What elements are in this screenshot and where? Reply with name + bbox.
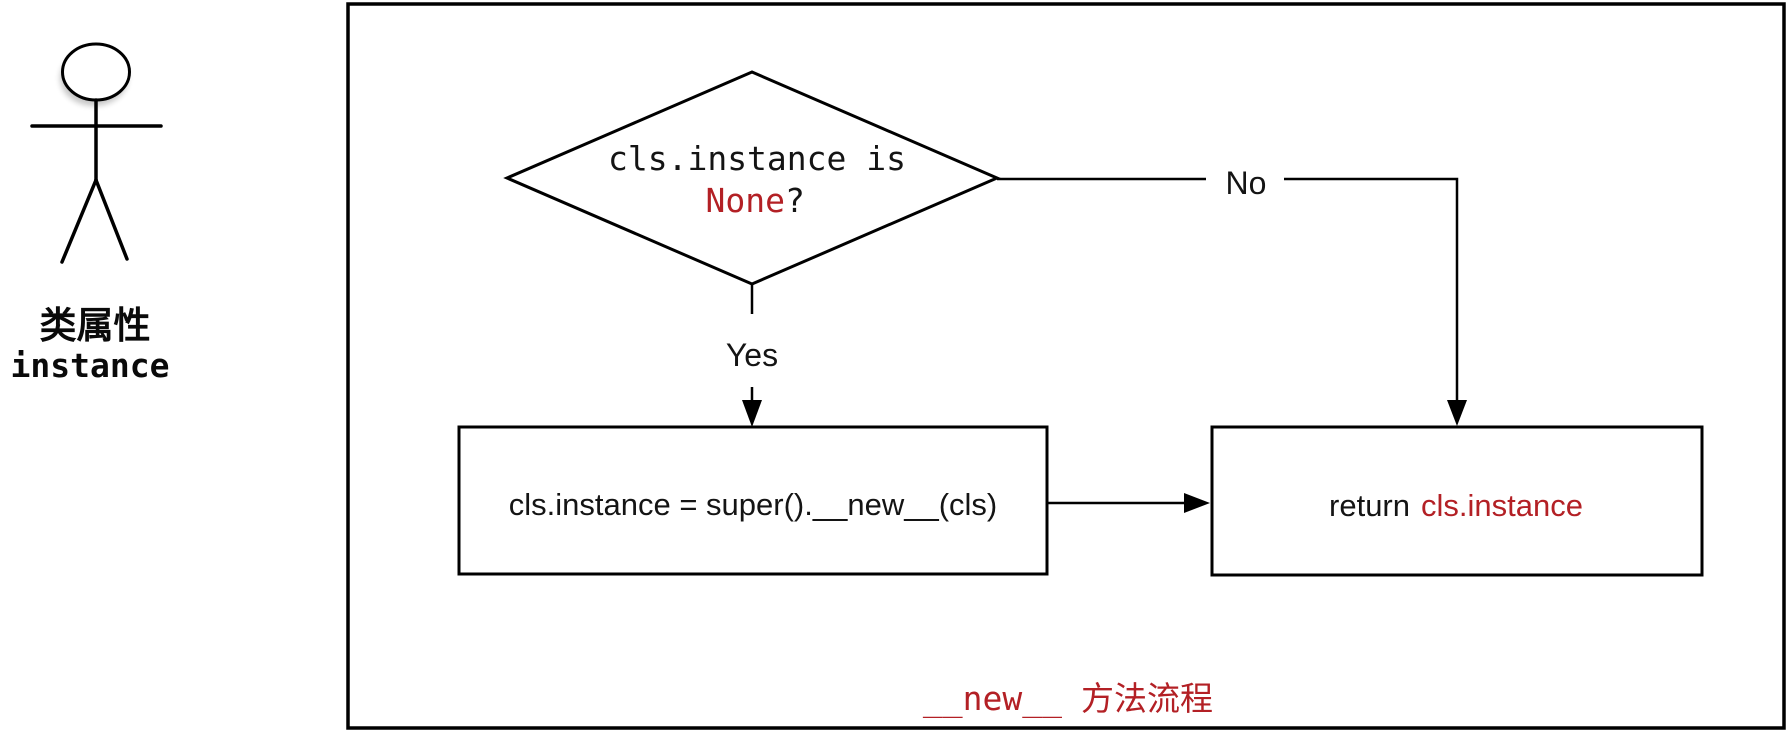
- decision-text-suffix: ?: [785, 181, 805, 220]
- process-box: [457, 425, 1049, 576]
- outer-frame: [346, 2, 1786, 730]
- return-box-prefix: return: [1329, 488, 1410, 523]
- actor-head: [61, 42, 131, 102]
- no-arrowhead-icon: [1447, 400, 1467, 426]
- actor-figure: 类属性 instance: [11, 42, 170, 385]
- no-label: No: [1226, 165, 1267, 201]
- process-to-return-arrowhead-icon: [1184, 493, 1210, 513]
- process-box-text: cls.instance = super().__new__(cls): [509, 487, 997, 522]
- return-box-highlight: cls.instance: [1421, 488, 1583, 523]
- decision-diamond: [503, 70, 1001, 286]
- caption-code: __new__: [923, 679, 1062, 719]
- actor-label-top: 类属性: [40, 305, 151, 346]
- yes-label: Yes: [726, 337, 778, 373]
- actor-label-bottom: instance: [11, 346, 170, 385]
- actor-leg-right: [94, 178, 129, 261]
- return-box: [1210, 425, 1704, 577]
- caption-text: 方法流程: [1081, 680, 1213, 717]
- actor-leg-left: [60, 178, 98, 264]
- decision-text-highlight: None: [706, 181, 785, 220]
- no-connector-elbow: [1284, 177, 1459, 402]
- yes-arrowhead-icon: [742, 400, 762, 427]
- decision-text-line1: cls.instance is: [608, 139, 906, 178]
